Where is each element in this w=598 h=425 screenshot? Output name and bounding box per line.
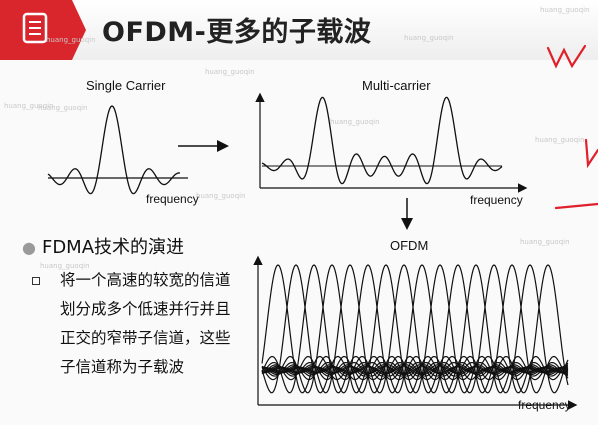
ofdm-subcarrier-wave [261, 264, 569, 394]
ofdm-subcarrier-wave [261, 264, 569, 394]
ofdm-subcarrier-wave [261, 264, 569, 394]
single-carrier-label: Single Carrier [86, 78, 166, 93]
watermark: huang_guoqin [330, 118, 380, 126]
multi-carrier-diagram [255, 92, 528, 193]
sub-bullet-text: 将一个高速的较宽的信道划分成多个低速并行并且正交的窄带子信道，这些子信道称为子载… [60, 271, 231, 376]
watermark: huang_guoqin [535, 136, 585, 144]
ofdm-subcarriers [261, 264, 569, 394]
multi-carrier-wave [261, 96, 503, 185]
ofdm-label: OFDM [390, 238, 429, 253]
bullet-main-text: FDMA技术的演进 [41, 237, 185, 258]
single-carrier-diagram [47, 105, 188, 195]
ofdm-subcarrier-wave [261, 264, 569, 394]
watermark: huang_guoqin [404, 34, 454, 42]
header-icon-block [0, 0, 86, 60]
bullet-main: ● FDMA技术的演进 [22, 233, 184, 259]
watermark: huang_guoqin [4, 102, 54, 110]
multi-frequency-label: frequency [470, 193, 523, 207]
ofdm-subcarrier-wave [261, 264, 569, 394]
handwritten-mark-middle [584, 138, 598, 169]
watermark: huang_guoqin [520, 238, 570, 246]
ofdm-subcarrier-wave [261, 264, 569, 394]
handwriting-annotations [546, 44, 598, 210]
watermark: huang_guoqin [540, 6, 590, 14]
single-carrier-wave [47, 105, 181, 195]
single-frequency-label: frequency [146, 192, 199, 206]
watermark: huang_guoqin [46, 36, 96, 44]
ofdm-subcarrier-wave [261, 264, 569, 394]
watermark: huang_guoqin [38, 104, 88, 112]
ofdm-subcarrier-wave [261, 264, 569, 394]
sub-bullet-square-icon [32, 277, 40, 285]
ofdm-diagram [253, 255, 578, 410]
handwritten-mark-bottom [554, 202, 598, 210]
header-band [72, 0, 598, 60]
handwritten-mark-top [546, 44, 587, 69]
bullet-dot-icon: ● [22, 238, 36, 257]
ofdm-subcarrier-wave [261, 264, 569, 394]
watermark: huang_guoqin [196, 192, 246, 200]
ofdm-subcarrier-wave [261, 264, 569, 394]
ofdm-frequency-label: frequency [518, 398, 571, 412]
watermark: huang_guoqin [205, 68, 255, 76]
slide-title: OFDM-更多的子载波 [102, 17, 372, 48]
ofdm-subcarrier-wave [261, 264, 569, 394]
document-list-icon [22, 12, 48, 44]
ofdm-subcarrier-wave [261, 264, 569, 394]
multi-carrier-label: Multi-carrier [362, 78, 431, 93]
watermark: huang_guoqin [40, 262, 90, 270]
